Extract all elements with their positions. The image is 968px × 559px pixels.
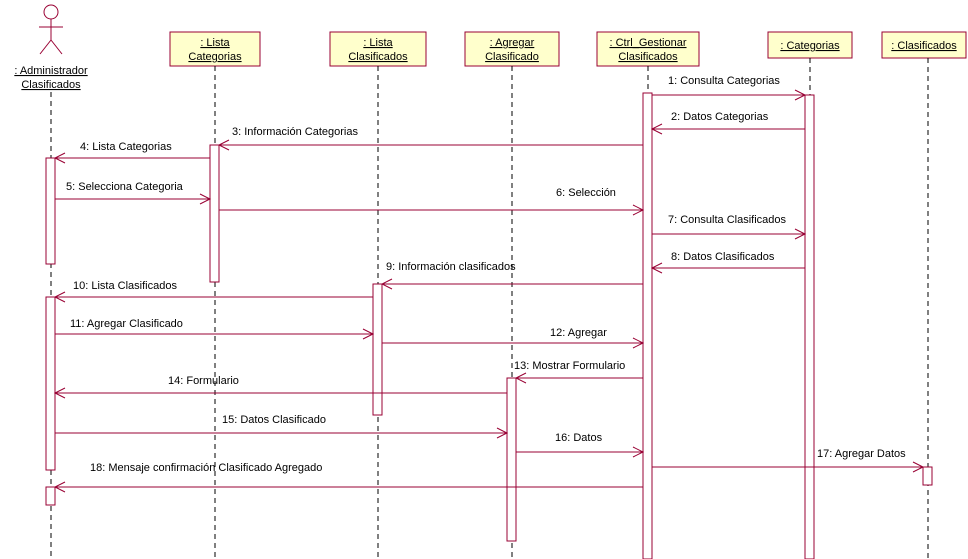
object-label-line2: Clasificados (348, 51, 408, 63)
message-label: 2: Datos Categorias (671, 111, 769, 123)
message-13: 13: Mostrar Formulario (514, 360, 643, 384)
activation-bar (209, 144, 220, 283)
actor-administrador: : Administrador Clasificados (14, 4, 88, 91)
stick-figure-icon (39, 4, 63, 55)
activation-bar (45, 296, 56, 471)
message-label: 5: Selecciona Categoria (66, 181, 184, 193)
object-label-line2: Clasificado (485, 51, 539, 63)
message-17: 17: Agregar Datos (652, 448, 925, 473)
message-label: 13: Mostrar Formulario (514, 360, 625, 372)
object-categorias: : Categorias (767, 31, 853, 59)
activation-bar (45, 157, 56, 265)
activation-bar (642, 92, 653, 559)
message-7: 7: Consulta Clasificados (652, 214, 807, 240)
message-5: 5: Selecciona Categoria (55, 181, 212, 205)
message-1: 1: Consulta Categorias (652, 75, 807, 101)
object-label-line1: : Ctrl_Gestionar (609, 37, 686, 49)
message-8: 8: Datos Clasificados (650, 251, 805, 274)
message-label: 8: Datos Clasificados (671, 251, 775, 263)
message-label: 3: Información Categorias (232, 126, 358, 138)
activation-bar (804, 94, 815, 559)
message-label: 17: Agregar Datos (817, 448, 906, 460)
activation-bar (922, 466, 933, 486)
actor-label-line1: : Administrador (14, 65, 88, 77)
message-4: 4: Lista Categorias (53, 141, 210, 164)
message-label: 16: Datos (555, 432, 603, 444)
object-label-line1: : Lista (200, 37, 230, 49)
object-lista-clasificados: : Lista Clasificados (329, 31, 427, 67)
object-label-line1: : Lista (363, 37, 393, 49)
message-14: 14: Formulario (53, 375, 507, 399)
message-label: 12: Agregar (550, 327, 607, 339)
message-11: 11: Agregar Clasificado (55, 318, 375, 340)
message-2: 2: Datos Categorias (650, 111, 805, 135)
object-agregar-clasificado: : Agregar Clasificado (464, 31, 560, 67)
message-label: 11: Agregar Clasificado (70, 318, 183, 330)
message-9: 9: Información clasificados (380, 261, 643, 290)
object-clasificados: : Clasificados (881, 31, 967, 59)
message-label: 9: Información clasificados (386, 261, 516, 273)
object-label-line1: : Agregar (490, 37, 535, 49)
object-lista-categorias: : Lista Categorias (169, 31, 261, 67)
activation-bar (372, 283, 383, 416)
message-label: 7: Consulta Clasificados (668, 214, 787, 226)
message-label: 18: Mensaje confirmación Clasificado Agr… (90, 462, 322, 474)
object-label-line2: Clasificados (618, 51, 678, 63)
message-label: 10: Lista Clasificados (73, 280, 177, 292)
message-label: 1: Consulta Categorias (668, 75, 780, 87)
message-16: 16: Datos (516, 432, 645, 458)
message-15: 15: Datos Clasificado (55, 414, 509, 439)
message-3: 3: Información Categorias (217, 126, 643, 151)
object-label-line1: : Clasificados (891, 40, 957, 52)
actor-label-line2: Clasificados (21, 79, 81, 91)
activation-bar (506, 377, 517, 542)
message-label: 15: Datos Clasificado (222, 414, 326, 426)
object-ctrl-gestionar: : Ctrl_Gestionar Clasificados (596, 31, 700, 67)
object-label-line1: : Categorias (780, 40, 840, 52)
message-label: 14: Formulario (168, 375, 239, 387)
message-label: 4: Lista Categorias (80, 141, 172, 153)
message-6: 6: Selección (219, 187, 645, 216)
message-label: 6: Selección (556, 187, 616, 199)
message-10: 10: Lista Clasificados (53, 280, 373, 303)
object-label-line2: Categorias (188, 51, 242, 63)
message-18: 18: Mensaje confirmación Clasificado Agr… (53, 462, 643, 493)
activation-bar (45, 486, 56, 506)
message-12: 12: Agregar (382, 327, 645, 349)
